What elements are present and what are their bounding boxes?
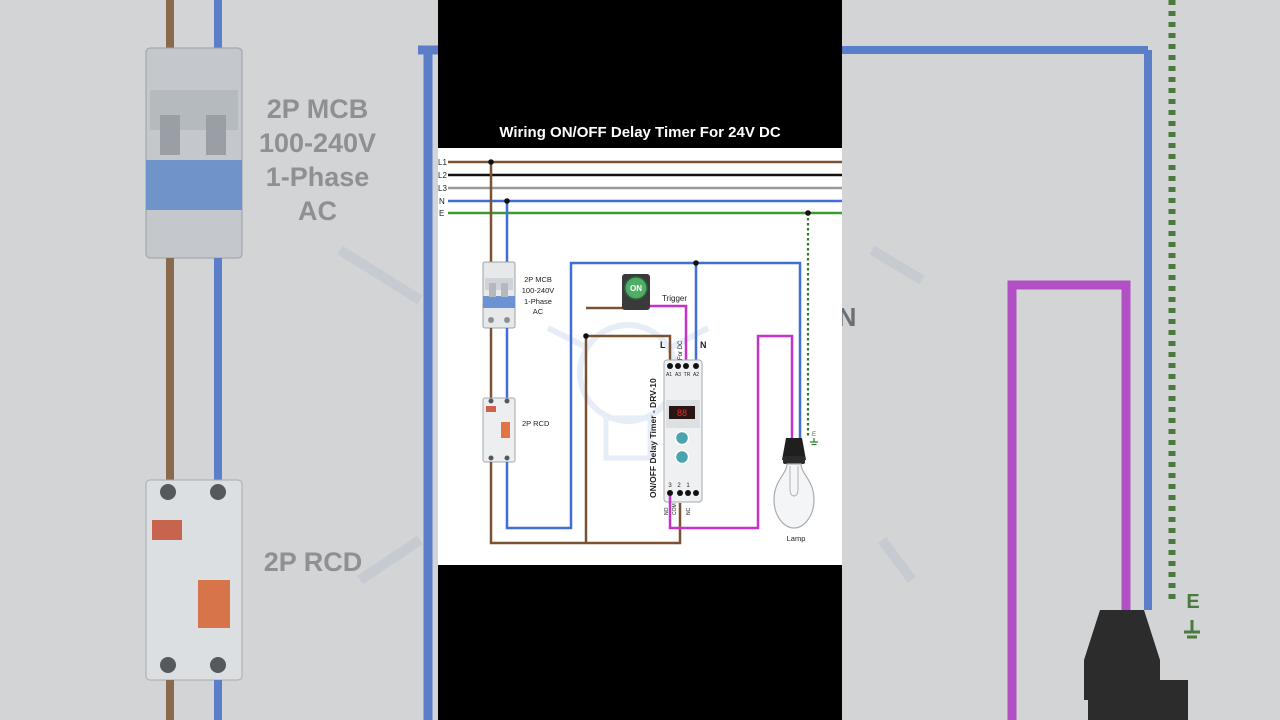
terminal-n-label: N xyxy=(700,340,707,350)
background-mcb xyxy=(145,47,243,259)
background-earth-label: E xyxy=(1186,591,1200,613)
svg-text:2: 2 xyxy=(677,483,681,489)
timer-name-label: ON/OFF Delay Timer - DRV-10 xyxy=(648,378,658,498)
wire-lamp-switched xyxy=(668,334,794,530)
svg-text:100-240V: 100-240V xyxy=(522,286,555,295)
svg-text:88: 88 xyxy=(677,408,687,418)
wire-live-to-timer xyxy=(584,334,672,543)
background-lamp-holder xyxy=(1084,610,1188,720)
svg-text:NO: NO xyxy=(664,507,670,515)
bus-label-l1: L1 xyxy=(438,158,447,167)
svg-text:TR: TR xyxy=(684,372,691,378)
background-rcd-label: 2P RCD xyxy=(263,547,363,577)
wire-trigger xyxy=(650,304,688,366)
bus-label-l2: L2 xyxy=(438,171,447,180)
wiring-diagram-svg: L1 L2 L3 N E 2P MCB 100-240V 1-Phase AC xyxy=(438,158,842,545)
delay-timer-drv10: 88 xyxy=(663,359,703,503)
lamp-bulb xyxy=(773,438,815,529)
svg-text:COM: COM xyxy=(672,503,678,515)
timer-top-terminals: A1 A3 TR A2 xyxy=(666,363,699,378)
terminal-l-label: L xyxy=(660,340,666,350)
bus-labels: L1 L2 L3 N E xyxy=(438,158,447,218)
bus-label-n: N xyxy=(439,197,445,206)
bus-bars xyxy=(448,160,842,215)
earth-symbol xyxy=(810,438,818,446)
bus-label-l3: L3 xyxy=(438,184,447,193)
rcd-breaker xyxy=(482,397,516,463)
svg-text:1: 1 xyxy=(686,483,690,489)
background-right-drawing xyxy=(842,0,1200,720)
mcb-breaker xyxy=(482,261,516,329)
background-partial-label: N xyxy=(842,302,857,332)
rcd-label: 2P RCD xyxy=(522,419,550,428)
lamp-label: Lamp xyxy=(787,534,806,543)
svg-text:A3: A3 xyxy=(675,372,681,378)
svg-text:AC: AC xyxy=(533,307,544,316)
wiring-diagram: L1 L2 L3 N E 2P MCB 100-240V 1-Phase AC xyxy=(438,148,842,565)
background-left-drawing xyxy=(145,0,438,720)
background-right-zoom: E N xyxy=(842,0,1280,720)
video-title: Wiring ON/OFF Delay Timer For 24V DC xyxy=(499,124,781,141)
background-left-zoom: 2P MCB 100-240V 1-Phase AC 2P RCD xyxy=(0,0,438,720)
wire-neutral-out xyxy=(505,261,802,530)
bus-label-e: E xyxy=(439,209,444,218)
svg-text:A1: A1 xyxy=(666,372,672,378)
svg-text:3: 3 xyxy=(668,483,672,489)
video-bottom-bar xyxy=(438,565,842,720)
svg-text:ON: ON xyxy=(630,284,642,293)
mcb-label: 2P MCB 100-240V 1-Phase AC xyxy=(522,275,555,316)
video-top-bar xyxy=(438,0,842,148)
for-dc-label: For DC xyxy=(678,340,684,360)
earth-label: E xyxy=(812,432,816,438)
background-mcb-label: 2P MCB 100-240V 1-Phase AC xyxy=(258,94,377,226)
svg-text:2P MCB: 2P MCB xyxy=(524,275,552,284)
timer-bottom-terminals: 3 2 1 NO COM NC xyxy=(664,483,699,515)
trigger-label: Trigger xyxy=(662,294,687,303)
svg-text:1-Phase: 1-Phase xyxy=(524,297,552,306)
on-push-button: ON xyxy=(622,274,650,310)
background-rcd xyxy=(145,479,243,681)
svg-text:NC: NC xyxy=(686,507,692,515)
svg-text:A2: A2 xyxy=(693,372,699,378)
